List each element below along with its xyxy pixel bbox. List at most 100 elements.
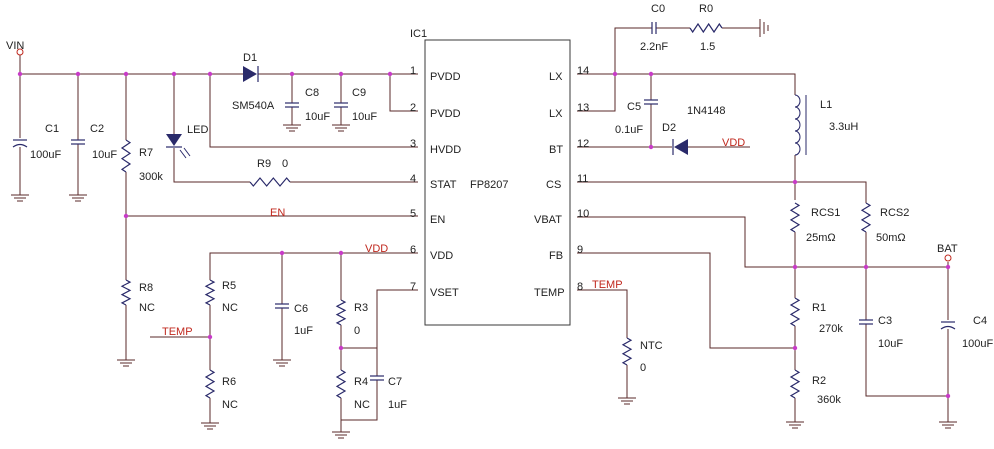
r8-ref: R8: [139, 282, 153, 294]
c5-capacitor-symbol: [644, 99, 658, 105]
r8-resistor-symbol: [120, 279, 132, 306]
r7-ref: R7: [139, 147, 153, 159]
d2-diode-symbol: [674, 139, 688, 155]
c9-ref: C9: [352, 87, 366, 99]
d1-ref: D1: [243, 52, 257, 64]
pin-name-2: PVDD: [430, 108, 461, 120]
pin-name-4: STAT: [430, 179, 457, 191]
r3-resistor-symbol: [335, 299, 347, 326]
pin-num-1: 1: [410, 65, 416, 77]
junction-dot-8: [123, 213, 129, 219]
r0-ref: R0: [699, 3, 713, 15]
net-vdd-left-label: VDD: [365, 243, 388, 255]
wire-vset: [376, 289, 418, 348]
junction-dot-3: [171, 71, 177, 77]
pin-num-14: 14: [577, 65, 589, 77]
r4-resistor-symbol: [335, 369, 347, 399]
c8-ground: [283, 124, 301, 132]
wire-temp: [577, 289, 628, 338]
snubber-ground: [759, 19, 769, 37]
r5-resistor-symbol: [204, 279, 216, 306]
pin-num-11: 11: [577, 173, 588, 185]
r7-resistor-symbol: [120, 139, 132, 173]
ic-part-name: FP8207: [470, 179, 509, 191]
components: [12, 19, 956, 399]
pin-name-11: CS: [546, 179, 561, 191]
net-vdd-right-label: VDD: [722, 137, 745, 149]
junction-dots: [17, 71, 951, 399]
wire-lx: [577, 73, 796, 95]
rcs2-value: 50mΩ: [876, 232, 906, 244]
led-diode-symbol: [166, 134, 182, 146]
c2-value: 10uF: [92, 149, 117, 161]
wire-hvdd: [209, 74, 418, 148]
junction-dot-10: [279, 250, 285, 256]
c9-value: 10uF: [352, 111, 377, 123]
r8-ground: [117, 359, 135, 367]
wire-lx-snubber: [577, 27, 652, 112]
r0-resistor-symbol: [689, 22, 723, 34]
junction-dot-4: [207, 71, 213, 77]
wire-c3-bottom: [865, 324, 948, 397]
pin-name-14: LX: [549, 71, 563, 83]
c3-ref: C3: [878, 315, 892, 327]
c7-capacitor-symbol: [370, 375, 384, 381]
c6-ground: [273, 359, 291, 367]
wire-pvdd-pin2: [389, 74, 418, 112]
pin-name-3: HVDD: [430, 144, 461, 156]
ic-body: [424, 39, 571, 326]
r1-value: 270k: [819, 323, 843, 335]
r4-ref: R4: [354, 376, 368, 388]
net-temp-right-label: TEMP: [592, 279, 623, 291]
junction-dot-7: [387, 71, 393, 77]
ntc-resistor-symbol: [621, 337, 633, 366]
vin-port-symbol: [16, 48, 24, 56]
wire-c7-top: [341, 347, 378, 376]
r2-ref: R2: [812, 375, 826, 387]
d2-ref: D2: [662, 122, 676, 134]
c0-value: 2.2nF: [640, 41, 668, 53]
c9-capacitor-symbol: [334, 102, 348, 108]
c8-value: 10uF: [305, 111, 330, 123]
pin-name-6: VDD: [430, 250, 453, 262]
wire-c7-bottom: [341, 380, 378, 421]
c4-ref: C4: [973, 315, 987, 327]
r2-value: 360k: [817, 394, 841, 406]
junction-dot-9: [207, 334, 213, 340]
d1-value: SM540A: [232, 100, 275, 112]
junction-dot-20: [945, 264, 951, 270]
l1-ref: L1: [820, 99, 832, 111]
wire-vdd: [209, 252, 418, 280]
wire-cs: [577, 181, 867, 203]
c6-value: 1uF: [294, 325, 313, 337]
pin-name-10: VBAT: [534, 214, 562, 226]
r3-ref: R3: [354, 302, 368, 314]
pin-name-13: LX: [549, 108, 563, 120]
junction-dot-14: [648, 71, 654, 77]
junction-dot-16: [792, 179, 798, 185]
pin-name-1: PVDD: [430, 71, 461, 83]
pin-name-12: BT: [549, 144, 563, 156]
c2-capacitor-symbol: [71, 139, 85, 145]
junction-dot-19: [792, 345, 798, 351]
c4-capacitor-symbol: [940, 321, 956, 330]
c6-ref: C6: [294, 303, 308, 315]
pin-num-6: 6: [410, 244, 416, 256]
junction-dot-11: [338, 250, 344, 256]
r6-ref: R6: [222, 376, 236, 388]
c1-ground: [11, 194, 29, 202]
r8-value: NC: [139, 302, 155, 314]
vin-port-label: VIN: [6, 40, 24, 52]
rcs1-ref: RCS1: [811, 207, 840, 219]
junction-dot-21: [945, 393, 951, 399]
led-ref: LED: [187, 124, 208, 136]
net-en-label: EN: [270, 207, 285, 219]
l1-value: 3.3uH: [829, 121, 858, 133]
rcs1-resistor-symbol: [789, 202, 801, 233]
junction-dot-18: [792, 264, 798, 270]
junction-dot-2: [123, 71, 129, 77]
rcs2-ref: RCS2: [880, 207, 909, 219]
wire-fb: [577, 252, 795, 349]
ic-ref: IC1: [410, 28, 427, 40]
